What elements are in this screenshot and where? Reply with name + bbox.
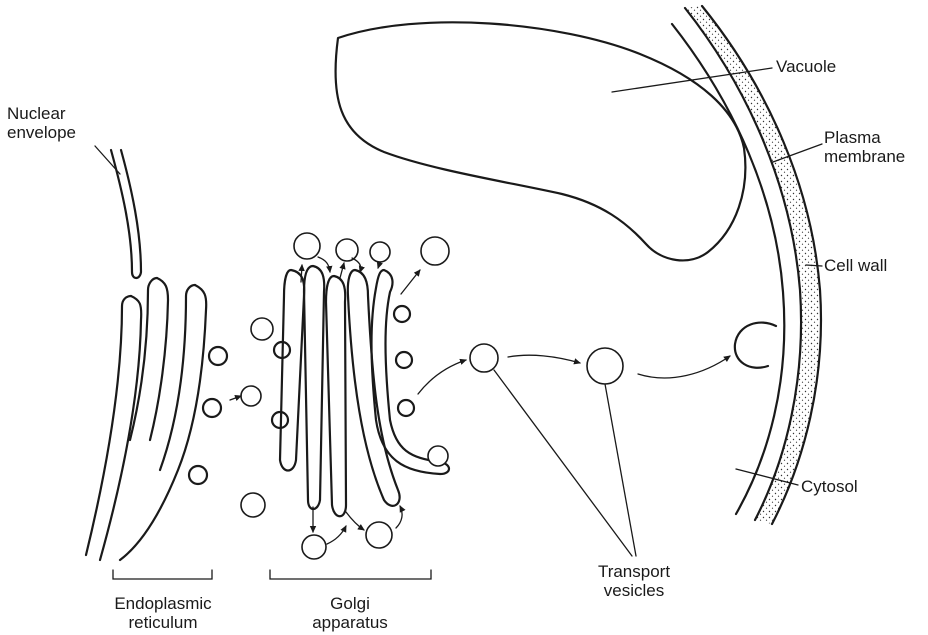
exocytosis-vesicle [735, 323, 776, 368]
label-transport-vesicles: Transport vesicles [584, 562, 684, 600]
label-cell-wall: Cell wall [824, 256, 887, 275]
er-bracket [113, 570, 212, 579]
vacuole-shape [335, 22, 745, 260]
label-endoplasmic-reticulum: Endoplasmic reticulum [93, 594, 233, 632]
label-plasma-membrane: Plasma membrane [824, 128, 905, 166]
golgi-apparatus [272, 266, 449, 516]
label-nuclear-envelope: Nuclear envelope [7, 104, 76, 142]
golgi-bracket [270, 570, 431, 579]
label-golgi-apparatus: Golgi apparatus [290, 594, 410, 632]
transport-vesicle-1 [470, 344, 498, 372]
cell-wall-band [685, 6, 821, 524]
plasma-membrane-line [672, 24, 784, 514]
label-vacuole: Vacuole [776, 57, 836, 76]
transport-vesicle-2 [587, 348, 623, 384]
endoplasmic-reticulum [86, 278, 227, 560]
label-cytosol: Cytosol [801, 477, 858, 496]
